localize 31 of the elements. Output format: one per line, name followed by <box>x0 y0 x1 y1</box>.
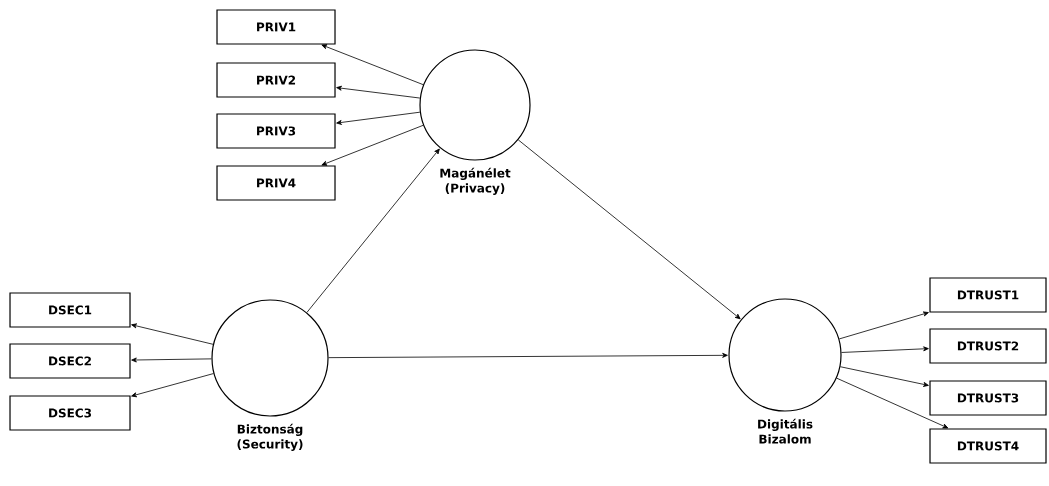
construct-label: Biztonság (Security) <box>237 423 303 451</box>
arrow <box>838 311 929 340</box>
arrow <box>839 366 929 387</box>
construct-circle <box>419 49 531 161</box>
indicator-box: PRIV3 <box>216 113 336 149</box>
indicator-box: DTRUST2 <box>929 328 1047 364</box>
indicator-box: PRIV1 <box>216 9 336 45</box>
arrow <box>336 111 421 125</box>
indicator-box: DTRUST3 <box>929 380 1047 416</box>
construct-circle <box>728 298 842 412</box>
arrow <box>836 377 949 429</box>
arrow <box>131 323 214 345</box>
indicator-box: PRIV4 <box>216 165 336 201</box>
arrow <box>517 139 741 320</box>
construct-label: Magánélet (Privacy) <box>440 167 511 195</box>
indicator-box: PRIV2 <box>216 62 336 98</box>
construct-label: Digitális Bizalom <box>758 418 813 444</box>
arrow <box>841 346 929 353</box>
indicator-box: DTRUST4 <box>929 428 1047 464</box>
arrow <box>131 357 212 363</box>
indicator-box: DTRUST1 <box>929 277 1047 313</box>
arrow <box>131 373 214 398</box>
indicator-box: DSEC1 <box>9 292 131 328</box>
arrow <box>336 85 421 99</box>
arrow <box>321 44 424 86</box>
indicator-box: DSEC3 <box>9 395 131 431</box>
arrow <box>328 352 728 359</box>
indicator-box: DSEC2 <box>9 343 131 379</box>
arrow <box>306 148 440 313</box>
arrow <box>321 124 424 166</box>
construct-circle <box>211 299 329 417</box>
